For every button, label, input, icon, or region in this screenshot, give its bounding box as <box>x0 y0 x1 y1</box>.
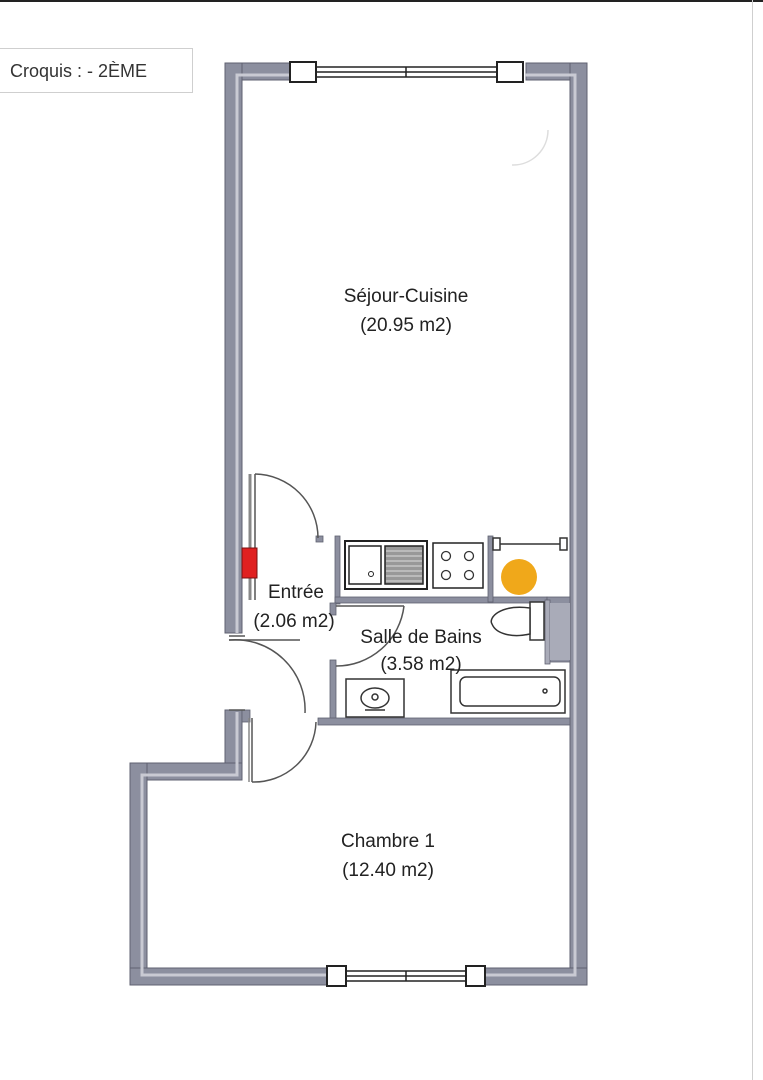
label-sejour: Séjour-Cuisine (20.95 m2) <box>344 286 469 336</box>
washbasin <box>345 678 405 718</box>
scan-border-right <box>752 0 753 1080</box>
electric-panel <box>241 547 258 579</box>
label-salle-de-bains: Salle de Bains (3.58 m2) <box>360 627 481 675</box>
label-chambre: Chambre 1 (12.40 m2) <box>341 831 435 881</box>
window-top <box>289 61 524 83</box>
closet-rail <box>492 537 568 551</box>
room-area-chambre: (12.40 m2) <box>342 860 434 881</box>
room-name-chambre: Chambre 1 <box>341 831 435 852</box>
wall-left-upper <box>224 62 243 634</box>
room-area-entree: (2.06 m2) <box>253 611 334 632</box>
door-bathroom <box>335 605 405 667</box>
kitchen-stove <box>432 542 484 589</box>
room-area-sejour: (20.95 m2) <box>360 315 452 336</box>
wall-inner-lines <box>140 73 577 977</box>
door-entrance <box>228 635 306 714</box>
window-bottom <box>326 965 486 987</box>
scan-border-top <box>0 0 763 2</box>
kitchen-sink <box>344 540 428 590</box>
water-heater <box>501 559 537 595</box>
faint-arc <box>511 129 549 166</box>
wall-chambre-left <box>129 762 148 986</box>
wall-left-lower <box>224 709 243 766</box>
duct-block <box>550 603 570 660</box>
door-chambre <box>248 718 317 783</box>
bathtub <box>450 669 566 714</box>
label-entree: Entrée (2.06 m2) <box>253 582 334 632</box>
wall-right <box>569 62 588 984</box>
room-name-entree: Entrée <box>268 582 324 603</box>
door-sejour <box>248 473 319 600</box>
room-name-salle-de-bains: Salle de Bains <box>360 627 481 648</box>
plan-title: Croquis : - 2ÈME <box>0 48 193 93</box>
toilet <box>490 601 545 641</box>
room-area-salle-de-bains: (3.58 m2) <box>380 654 461 675</box>
room-name-sejour: Séjour-Cuisine <box>344 286 469 307</box>
